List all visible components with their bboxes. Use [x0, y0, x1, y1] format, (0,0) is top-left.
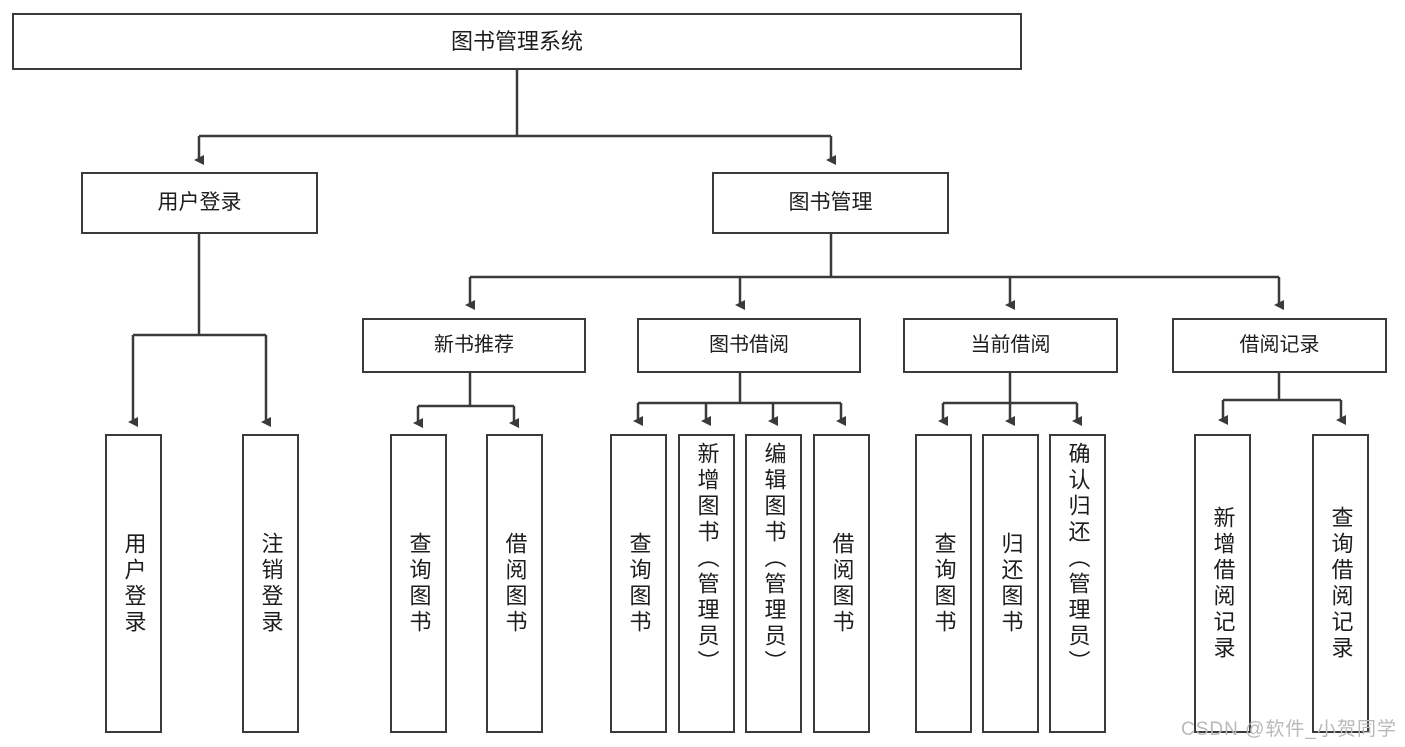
node-current-borrow-label: 当前借阅	[970, 334, 1051, 356]
watermark-text: CSDN @软件_小贺同学	[1181, 719, 1397, 740]
node-leaf-return-book[interactable]: 归还图书	[982, 434, 1039, 733]
node-leaf-user-logout-label: 注销登录	[258, 531, 284, 636]
node-leaf-add-book-label: 新增图书（管理员）	[694, 442, 720, 676]
node-leaf-query-book-2[interactable]: 查询图书	[610, 434, 667, 733]
node-book-borrow-label: 图书借阅	[709, 334, 789, 356]
node-book-borrow[interactable]: 图书借阅	[637, 318, 861, 373]
node-leaf-query-record-label: 查询借阅记录	[1328, 505, 1354, 662]
node-leaf-query-book-2-label: 查询图书	[626, 531, 652, 636]
node-leaf-query-book-1[interactable]: 查询图书	[390, 434, 447, 733]
node-book-management[interactable]: 图书管理	[712, 172, 949, 234]
node-leaf-query-book-3[interactable]: 查询图书	[915, 434, 972, 733]
node-user-login-label: 用户登录	[157, 190, 242, 214]
node-leaf-add-record-label: 新增借阅记录	[1210, 505, 1236, 662]
node-leaf-query-record[interactable]: 查询借阅记录	[1312, 434, 1369, 733]
node-user-login[interactable]: 用户登录	[81, 172, 318, 234]
node-leaf-borrow-book-2[interactable]: 借阅图书	[813, 434, 870, 733]
node-borrow-record-label: 借阅记录	[1239, 334, 1320, 356]
node-leaf-return-book-label: 归还图书	[998, 531, 1024, 636]
node-leaf-borrow-book-2-label: 借阅图书	[829, 531, 855, 636]
node-leaf-add-record[interactable]: 新增借阅记录	[1194, 434, 1251, 733]
node-leaf-add-book[interactable]: 新增图书（管理员）	[678, 434, 735, 733]
node-leaf-borrow-book-1[interactable]: 借阅图书	[486, 434, 543, 733]
node-leaf-confirm-return-label: 确认归还（管理员）	[1065, 442, 1091, 676]
node-book-management-label: 图书管理	[788, 190, 873, 214]
node-root[interactable]: 图书管理系统	[12, 13, 1022, 70]
node-new-book-recommend[interactable]: 新书推荐	[362, 318, 586, 373]
node-leaf-edit-book[interactable]: 编辑图书（管理员）	[745, 434, 802, 733]
node-leaf-user-login-label: 用户登录	[121, 531, 147, 636]
node-new-book-recommend-label: 新书推荐	[434, 334, 514, 356]
node-leaf-query-book-3-label: 查询图书	[931, 531, 957, 636]
node-current-borrow[interactable]: 当前借阅	[903, 318, 1118, 373]
node-leaf-query-book-1-label: 查询图书	[406, 531, 432, 636]
node-leaf-user-login[interactable]: 用户登录	[105, 434, 162, 733]
node-borrow-record[interactable]: 借阅记录	[1172, 318, 1387, 373]
node-leaf-user-logout[interactable]: 注销登录	[242, 434, 299, 733]
node-leaf-edit-book-label: 编辑图书（管理员）	[761, 442, 787, 676]
node-leaf-confirm-return[interactable]: 确认归还（管理员）	[1049, 434, 1106, 733]
node-root-label: 图书管理系统	[450, 28, 583, 54]
node-leaf-borrow-book-1-label: 借阅图书	[502, 531, 528, 636]
